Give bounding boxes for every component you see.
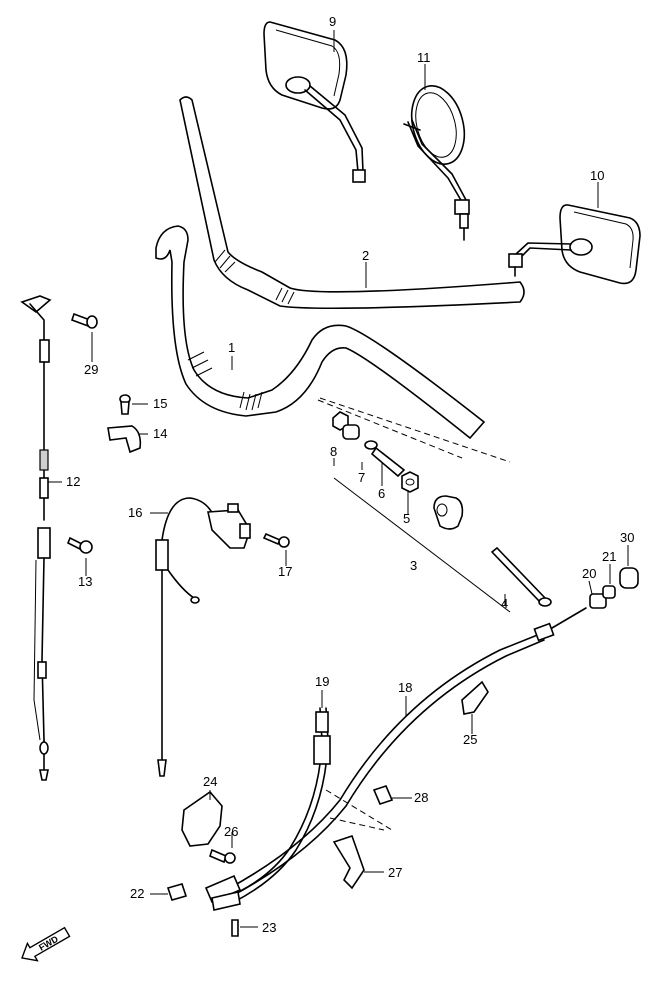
cable-19 [211,707,331,911]
callout-26: 26 [224,824,238,839]
callout-6: 6 [378,486,385,501]
mirror-right-rect [508,204,641,285]
part-29-bolt [70,312,98,329]
part-21-cap [602,585,616,599]
part-holder-block [433,495,464,530]
part-27-bracket [332,834,365,890]
leader-lines [48,30,629,928]
callout-8: 8 [330,444,337,459]
callout-22: 22 [130,886,144,901]
callout-5: 5 [403,511,410,526]
mirror-left-rect [263,21,366,183]
callout-labels: 1 2 3 4 5 6 7 8 9 10 11 12 13 14 15 16 1… [66,14,634,935]
callout-21: 21 [602,549,616,564]
callout-2: 2 [362,248,369,263]
callout-10: 10 [590,168,604,183]
callout-14: 14 [153,426,167,441]
part-22-cap [166,883,188,901]
forward-arrow-icon: FWD [21,926,71,962]
callout-12: 12 [66,474,80,489]
part-30-grip-end [619,567,639,589]
part-24-cover [181,790,223,847]
callout-17: 17 [278,564,292,579]
part-26-bolt [209,848,236,864]
part-7-spacer [342,424,360,440]
handlebar-1 [155,225,486,440]
callout-7: 7 [358,470,365,485]
part-6-pin [370,446,406,478]
callout-16: 16 [128,505,142,520]
callout-9: 9 [329,14,336,29]
callout-24: 24 [203,774,217,789]
callout-4: 4 [501,596,508,611]
callout-15: 15 [153,396,167,411]
callout-11: 11 [417,50,431,65]
callout-29: 29 [84,362,98,377]
callout-18: 18 [398,680,412,695]
callout-25: 25 [463,732,477,747]
part-17-screw [262,532,290,548]
callout-13: 13 [78,574,92,589]
part-14-clamp [107,425,142,454]
callout-3: 3 [410,558,417,573]
part-13-bolt [66,536,93,554]
part-6-washer [364,440,378,450]
part-4-bolt [490,546,552,607]
part-5-nut [401,471,419,493]
handlebar-2 [179,96,525,310]
cable-12 [20,295,52,781]
part-15-bolt [119,394,131,415]
callout-28: 28 [414,790,428,805]
callout-19: 19 [315,674,329,689]
part-25-bracket [461,680,489,715]
callout-1: 1 [228,340,235,355]
part-28-bolt [372,785,394,805]
part-23-clip [231,919,239,937]
cable-16-switch [155,497,251,777]
callout-23: 23 [262,920,276,935]
callout-27: 27 [388,865,402,880]
mirror-round [403,85,470,241]
cable-18 [204,607,587,904]
callout-20: 20 [582,566,596,581]
part-20-weight [589,593,607,609]
callout-30: 30 [620,530,634,545]
